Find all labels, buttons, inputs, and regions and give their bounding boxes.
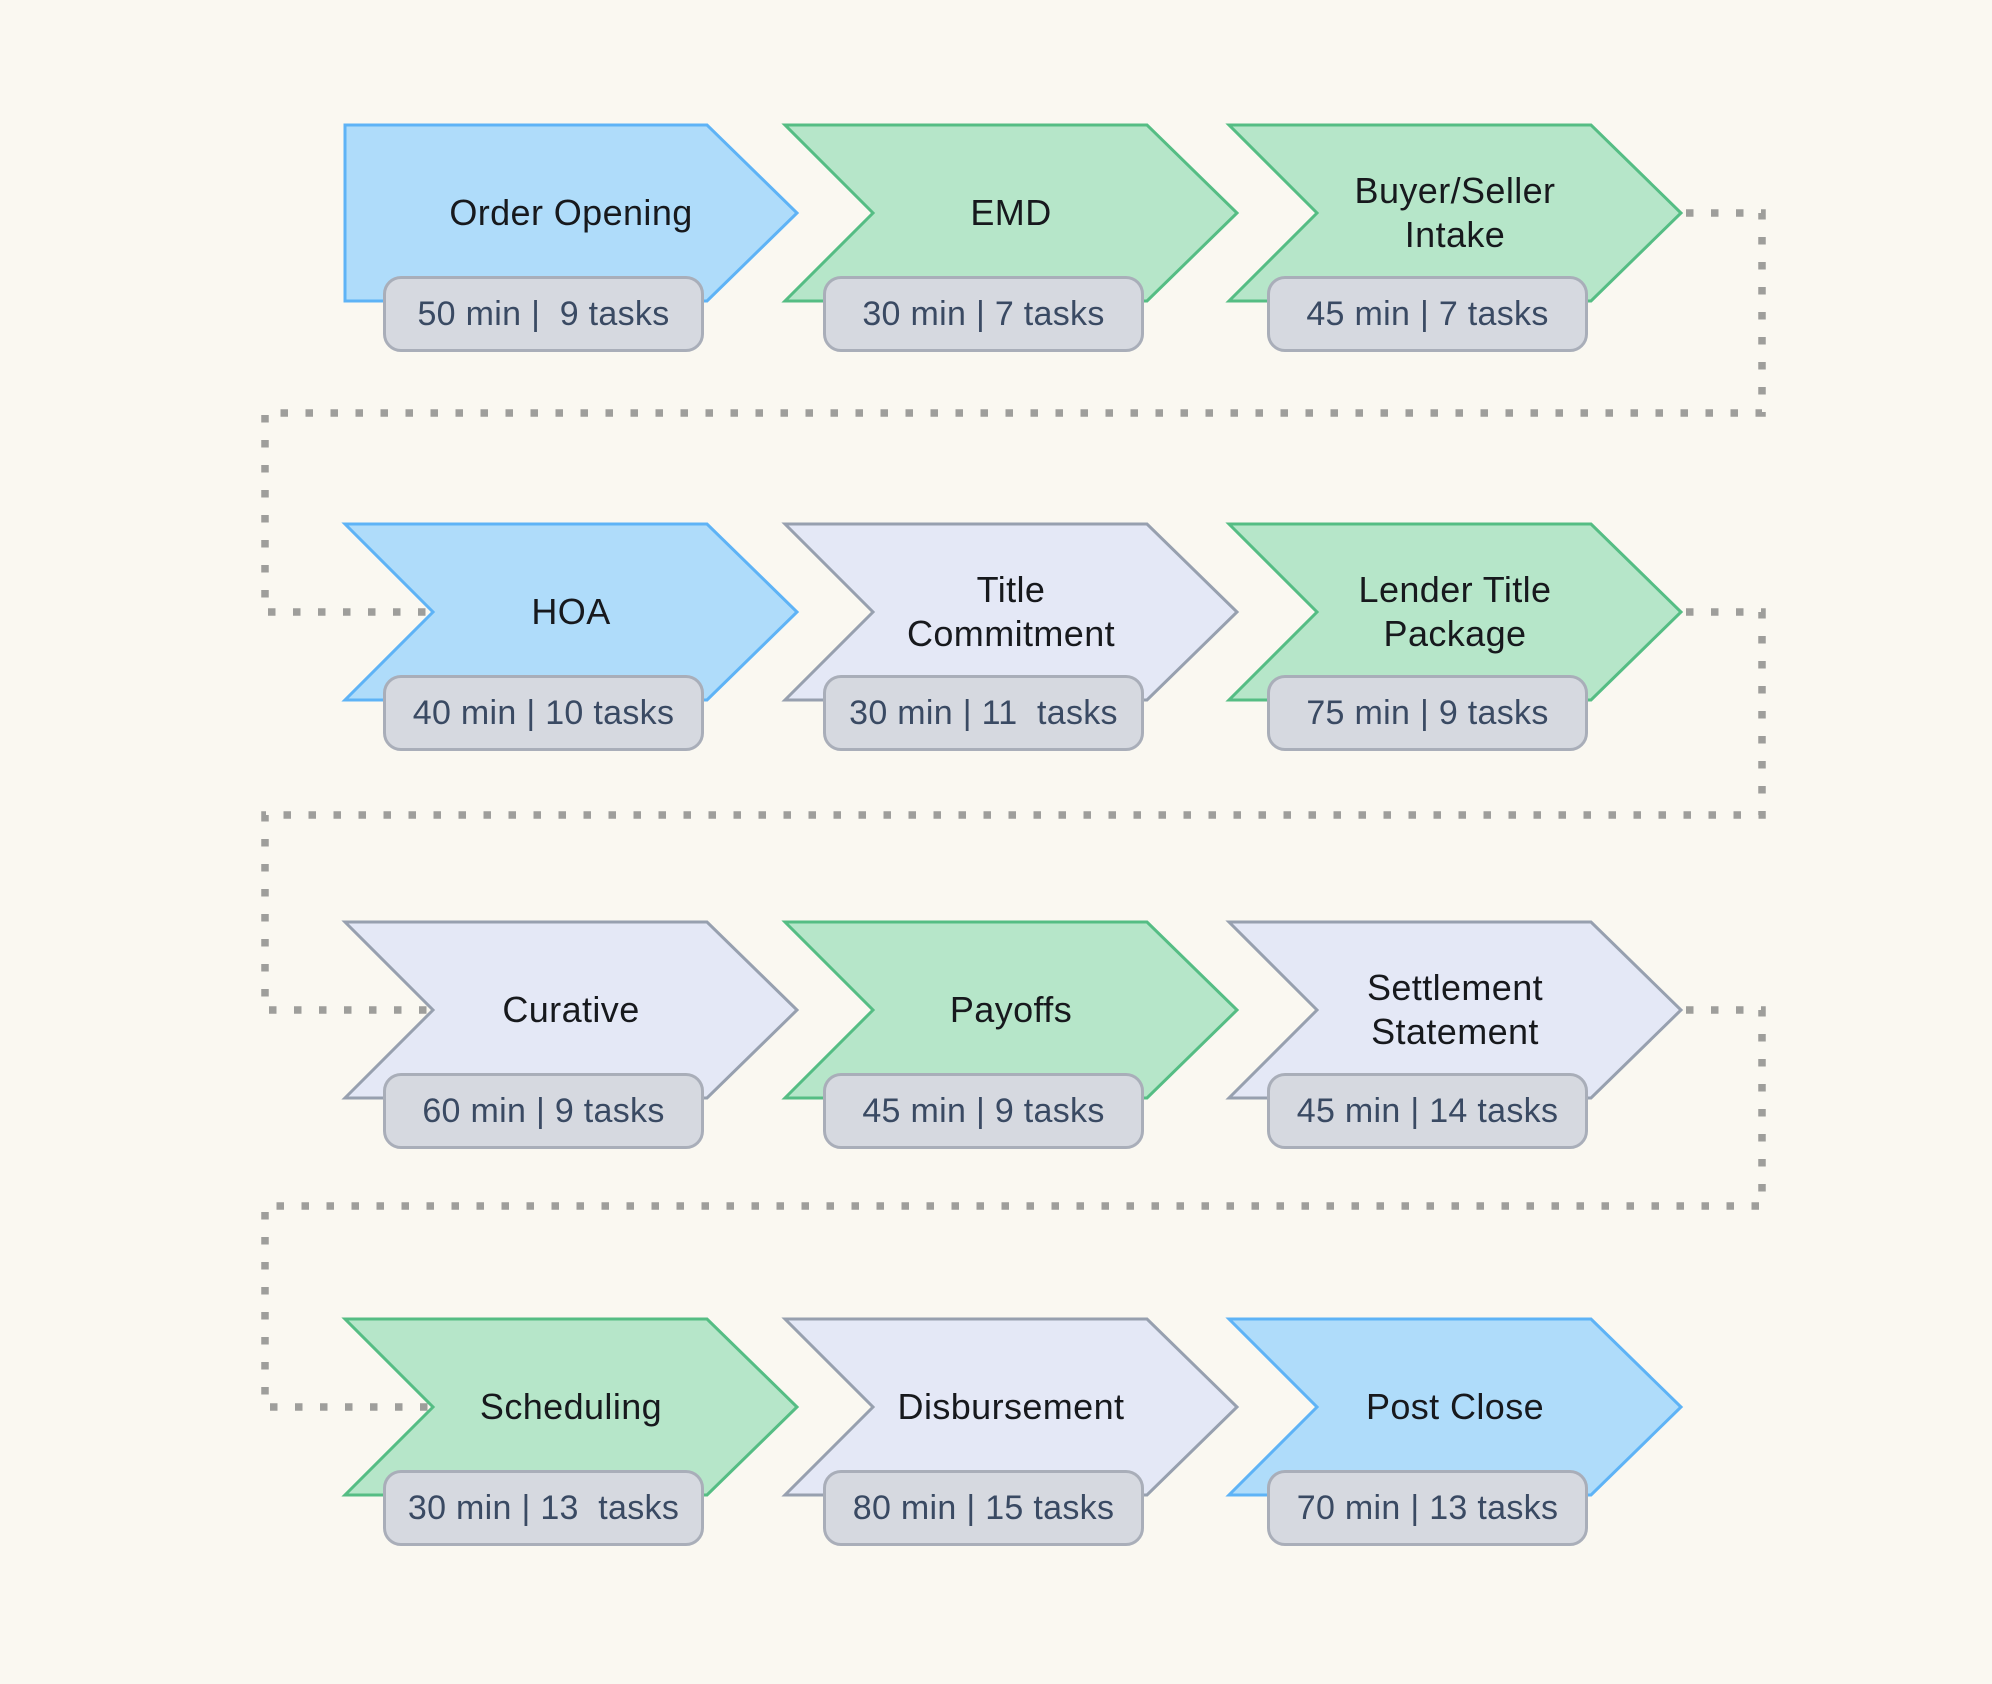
stage-emd: EMD 30 min | 7 tasks <box>781 123 1240 352</box>
stage-buyer-seller-intake: Buyer/Seller Intake 45 min | 7 tasks <box>1225 123 1684 352</box>
stage-badge-text: 30 min | 11 tasks <box>849 693 1118 732</box>
stage-order-opening: Order Opening 50 min | 9 tasks <box>343 123 800 352</box>
stage-badge-text: 40 min | 10 tasks <box>412 693 675 732</box>
stage-payoffs: Payoffs 45 min | 9 tasks <box>781 920 1240 1149</box>
chevron-arrow-shape <box>781 123 1240 303</box>
chevron-arrow-shape <box>1225 522 1684 702</box>
stage-post-close: Post Close 70 min | 13 tasks <box>1225 1317 1684 1546</box>
chevron-arrow-shape <box>341 1317 800 1497</box>
stage-badge-text: 45 min | 9 tasks <box>862 1091 1105 1130</box>
chevron-arrow-shape <box>781 1317 1240 1497</box>
chevron-arrow-shape <box>341 920 800 1100</box>
stage-badge: 80 min | 15 tasks <box>823 1470 1144 1546</box>
stage-badge-text: 45 min | 14 tasks <box>1296 1091 1559 1130</box>
connector-row2-row3 <box>261 608 1766 1014</box>
stage-badge: 30 min | 11 tasks <box>823 675 1144 751</box>
stage-disbursement: Disbursement 80 min | 15 tasks <box>781 1317 1240 1546</box>
chevron-arrow-shape <box>341 522 800 702</box>
stage-settlement-statement: Settlement Statement 45 min | 14 tasks <box>1225 920 1684 1149</box>
chevron-arrow-shape <box>1225 123 1684 303</box>
chevron-arrow-shape <box>781 920 1240 1100</box>
stage-badge: 75 min | 9 tasks <box>1267 675 1588 751</box>
stage-badge-text: 70 min | 13 tasks <box>1296 1488 1559 1527</box>
stage-badge: 45 min | 9 tasks <box>823 1073 1144 1149</box>
stage-scheduling: Scheduling 30 min | 13 tasks <box>341 1317 800 1546</box>
stage-badge-text: 45 min | 7 tasks <box>1306 294 1549 333</box>
stage-title-commitment: Title Commitment 30 min | 11 tasks <box>781 522 1240 751</box>
stage-hoa: HOA 40 min | 10 tasks <box>341 522 800 751</box>
stage-badge-text: 30 min | 13 tasks <box>407 1488 680 1527</box>
stage-badge: 40 min | 10 tasks <box>383 675 704 751</box>
stage-badge: 45 min | 7 tasks <box>1267 276 1588 352</box>
chevron-arrow-shape <box>343 123 800 303</box>
stage-badge-text: 50 min | 9 tasks <box>417 294 670 333</box>
stage-badge-text: 60 min | 9 tasks <box>422 1091 665 1130</box>
stage-curative: Curative 60 min | 9 tasks <box>341 920 800 1149</box>
chevron-arrow-shape <box>1225 1317 1684 1497</box>
stage-badge: 60 min | 9 tasks <box>383 1073 704 1149</box>
chevron-arrow-shape <box>781 522 1240 702</box>
stage-badge: 30 min | 13 tasks <box>383 1470 704 1546</box>
stage-badge: 30 min | 7 tasks <box>823 276 1144 352</box>
stage-lender-title-package: Lender Title Package 75 min | 9 tasks <box>1225 522 1684 751</box>
stage-badge-text: 75 min | 9 tasks <box>1306 693 1549 732</box>
chevron-arrow-shape <box>1225 920 1684 1100</box>
stage-badge: 50 min | 9 tasks <box>383 276 704 352</box>
stage-badge: 70 min | 13 tasks <box>1267 1470 1588 1546</box>
stage-badge-text: 30 min | 7 tasks <box>862 294 1105 333</box>
stage-badge: 45 min | 14 tasks <box>1267 1073 1588 1149</box>
stage-badge-text: 80 min | 15 tasks <box>852 1488 1115 1527</box>
